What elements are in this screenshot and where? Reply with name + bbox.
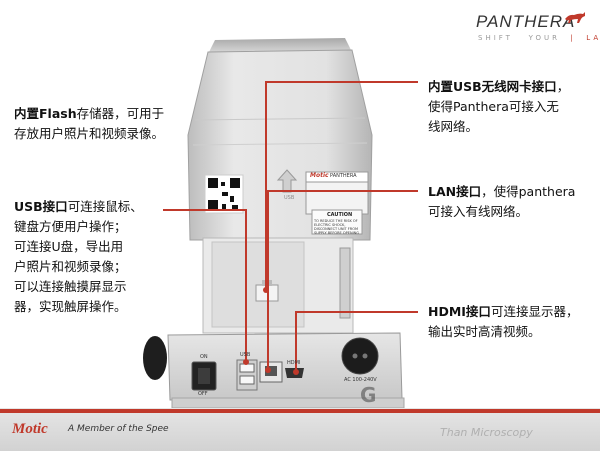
switch-on-label: ON [200,354,208,360]
callout-wifi: 内置USB无线网卡接口， 使得Panthera可接入无 线网络。 [428,77,598,137]
callout-line: 器，实现触屏操作。 [14,299,127,314]
usb-panel-label: USB [284,195,295,201]
caution-title: CAUTION [327,212,353,218]
callout-usb: USB接口可连接鼠标、 键盘方便用户操作； 可连接U盘，导出用 户照片和视频录像… [14,197,164,317]
caution-text: TO REDUCE THE RISK OF ELECTRIC SHOCK, DI… [314,219,359,235]
callout-line: 键盘方便用户操作； [14,219,127,234]
hdmi-port-label: HDMI [287,360,301,366]
panthera-logo: PANTHERA SHIFT YOUR | LAB [476,10,600,42]
callout-line: 户照片和视频录像； [14,259,127,274]
callout-line: 可连接鼠标、 [67,199,143,214]
tagline-word: SHIFT [478,34,513,42]
switch-off-label: OFF [198,391,208,397]
footer-brand: Motic [12,421,48,437]
callout-lan: LAN接口，使得panthera 可接入有线网络。 [428,182,598,222]
svg-text:G: G [360,383,376,407]
ac-label: AC 100-240V [344,377,377,383]
callout-title: 内置USB无线网卡接口 [428,79,557,94]
usb-port-label: USB [240,352,251,358]
qr-code [204,174,244,214]
tagline-word: LAB [586,34,600,42]
footer-right-text: Than Microscopy [440,426,533,439]
callout-line: 可连接显示器， [490,304,579,319]
callout-title: LAN接口 [428,184,482,199]
callout-lines [163,81,418,372]
callout-line: 使得Panthera可接入无 [428,99,559,114]
focus-knob [143,336,167,380]
callout-hdmi: HDMI接口可连接显示器， 输出实时高清视频。 [428,302,598,342]
device-brand-label: Motic [310,172,329,179]
callout-flash: 内置Flash存储器，可用于 存放用户照片和视频录像。 [14,104,184,144]
callout-line: 存放用户照片和视频录像。 [14,126,165,141]
footer-bar [0,408,600,451]
callout-line: ， [556,79,570,94]
callout-line: 存储器，可用于 [76,106,165,121]
ac-socket [341,337,379,375]
callout-title: HDMI接口 [428,304,491,319]
callout-line: 可以连接触摸屏显示 [14,279,127,294]
callout-line: 可接入有线网络。 [428,204,529,219]
footer-accent-line [0,409,600,413]
callout-line: 可连接U盘，导出用 [14,239,124,254]
tagline-word: YOUR [528,34,561,42]
callout-line: 线网络。 [428,119,479,134]
callout-line: ，使得panthera [481,184,576,199]
callout-title: USB接口 [14,199,68,214]
panther-icon [565,12,585,23]
callout-title: 内置Flash [14,106,77,121]
footer-tagline: A Member of the Spee [68,424,169,434]
brand-name: PANTHERA [476,12,576,31]
callout-line: 输出实时高清视频。 [428,324,541,339]
device-model-label: PANTHERA [330,173,357,179]
brand-tagline: SHIFT YOUR | LAB [478,34,600,42]
